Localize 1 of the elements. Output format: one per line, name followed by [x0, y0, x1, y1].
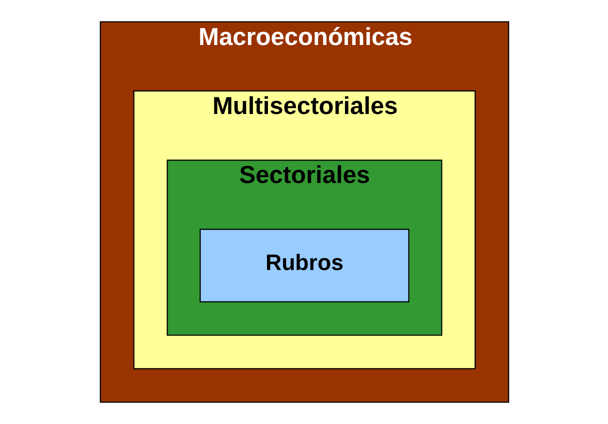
node-box: Rubros	[199, 228, 409, 302]
